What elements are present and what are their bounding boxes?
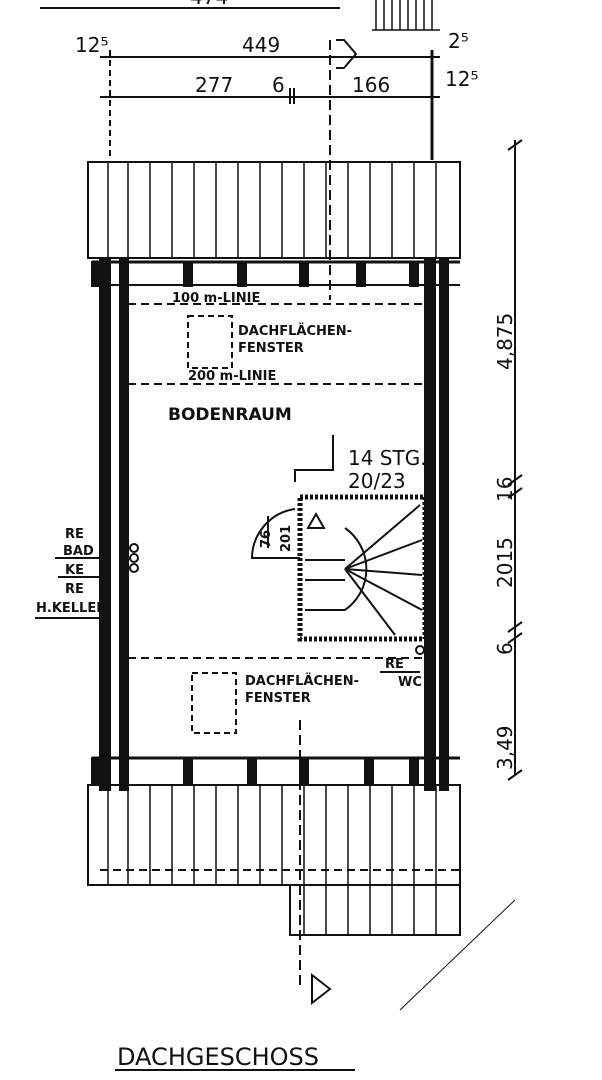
re-bad-label-2: BAD — [63, 544, 94, 559]
re-wc-label-1: RE — [385, 657, 404, 672]
skylight-top-label-2: FENSTER — [238, 341, 304, 356]
dim-4875: 4,875 — [493, 313, 517, 370]
dim-top-overall: 474 — [190, 0, 228, 9]
dim-349: 3,49 — [493, 725, 517, 770]
dim-right-offset-top: 2⁵ — [448, 29, 469, 53]
skylight-top-label-1: DACHFLÄCHEN- — [238, 323, 352, 339]
re-bad-label-1: RE — [65, 527, 84, 542]
stairs-ratio: 20/23 — [348, 469, 406, 493]
door-height: 201 — [279, 525, 294, 552]
dim-449: 449 — [242, 33, 280, 57]
dim-2015: 2015 — [493, 537, 517, 588]
dim-6-right: 6 — [493, 642, 517, 655]
door-width: 76 — [259, 530, 274, 548]
dim-166: 166 — [352, 73, 390, 97]
dim-left-offset: 12⁵ — [75, 33, 108, 57]
line-100-label: 100 m-LINIE — [172, 291, 260, 306]
skylight-bottom-label-2: FENSTER — [245, 691, 311, 706]
ke-label: KE — [65, 563, 84, 578]
re-keller-label-1: RE — [65, 582, 84, 597]
dim-277: 277 — [195, 73, 233, 97]
room-label: BODENRAUM — [168, 405, 292, 425]
stairs-count: 14 STG. — [348, 446, 427, 470]
dim-right-offset: 12⁵ — [445, 67, 478, 91]
line-200-label: 200 m-LINIE — [188, 369, 276, 384]
skylight-bottom-label-1: DACHFLÄCHEN- — [245, 673, 359, 689]
re-wc-label-2: WC — [398, 675, 422, 690]
dim-16: 16 — [493, 477, 517, 502]
re-keller-label-2: H.KELLER — [36, 601, 106, 616]
dim-6: 6 — [272, 73, 285, 97]
plan-title: DACHGESCHOSS — [117, 1043, 319, 1071]
